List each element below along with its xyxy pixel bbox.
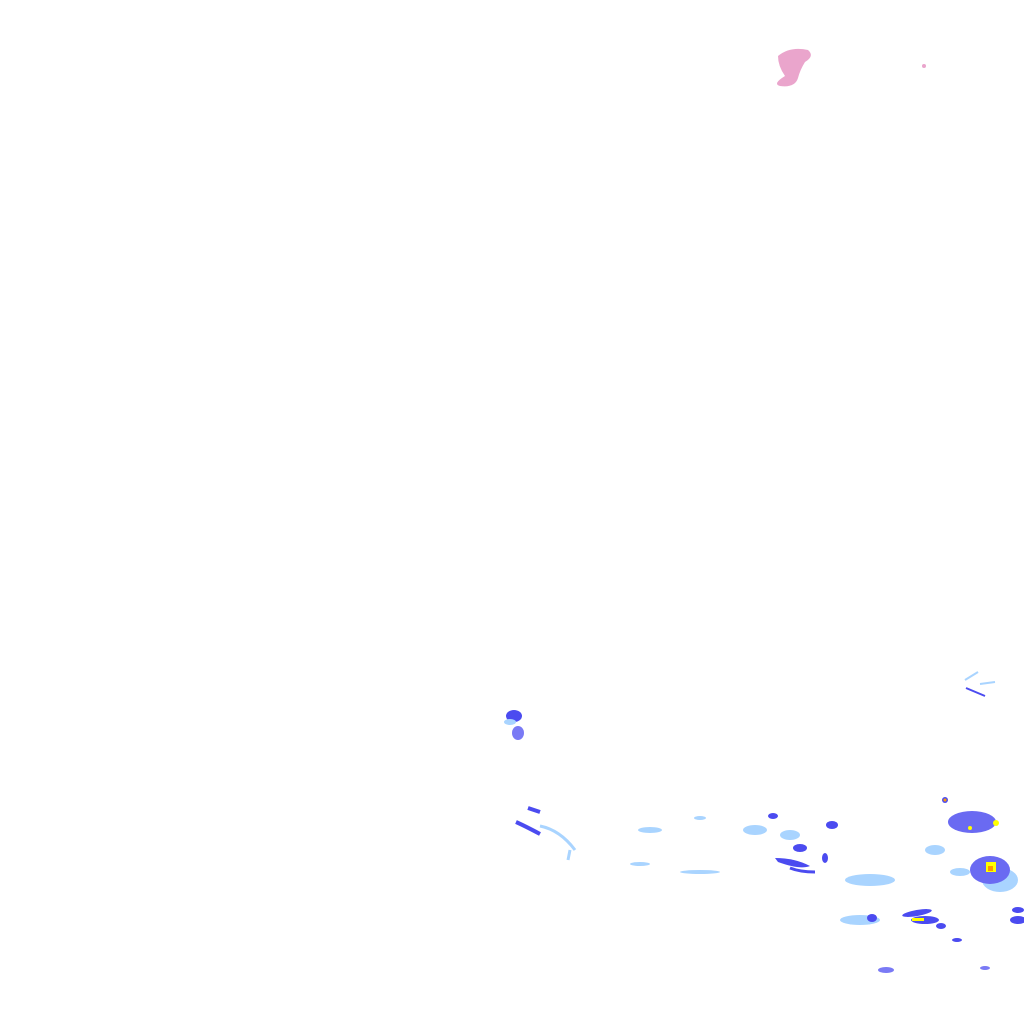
pink-cell-north <box>776 48 926 87</box>
cell-west <box>504 710 524 740</box>
cell-southeast-1 <box>942 797 999 833</box>
cell-southeast-2 <box>970 856 1024 924</box>
band-south <box>515 806 1018 973</box>
streaks-northeast <box>964 671 996 697</box>
cell-southeast-3 <box>902 909 946 929</box>
